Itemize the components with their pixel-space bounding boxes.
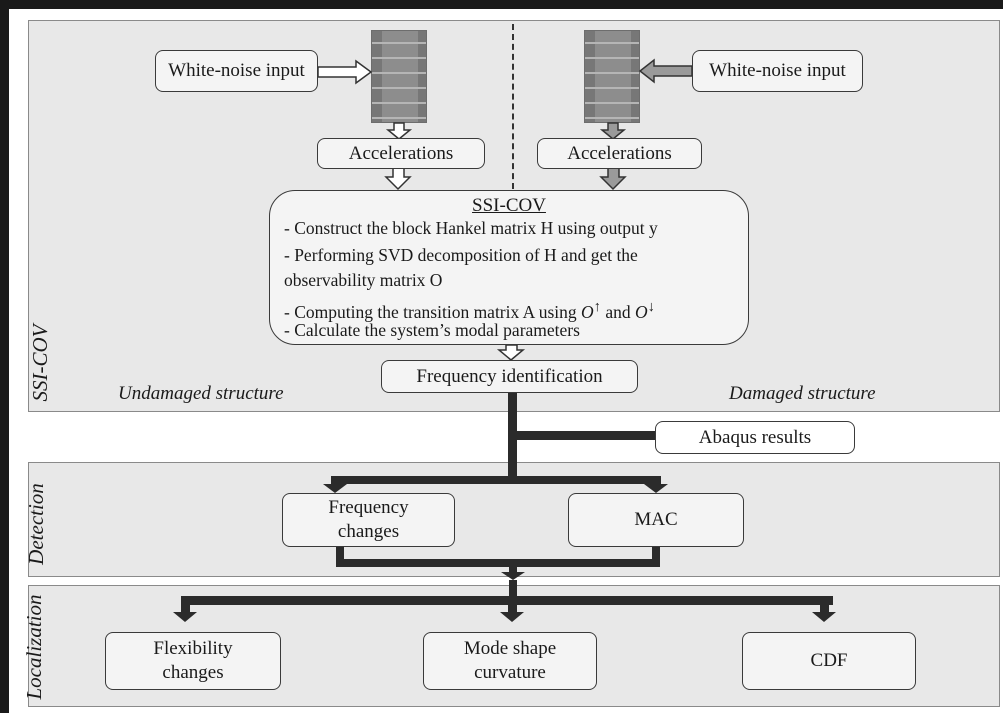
ssi-cov-process-box: SSI-COV - Construct the block Hankel mat… — [269, 190, 749, 345]
ssi-step-transition: - Computing the transition matrix A usin… — [284, 295, 655, 325]
observability-symbol: O — [634, 301, 648, 322]
flexibility-changes-box: Flexibility changes — [105, 632, 281, 690]
frequency-changes-box: Frequency changes — [282, 493, 455, 547]
abaqus-results-box: Abaqus results — [655, 421, 855, 454]
damaged-building-icon — [584, 30, 640, 123]
down-arrow-superscript: ↓ — [647, 299, 655, 315]
ssi-cov-process-title: SSI-COV — [472, 195, 546, 216]
section-divider — [512, 24, 514, 189]
right-building-to-accel-arrow — [599, 122, 627, 140]
left-white-noise-input-box: White-noise input — [155, 50, 318, 92]
right-accel-to-ssi-arrow — [599, 167, 627, 191]
ssi-step-modal-parameters: - Calculate the system’s modal parameter… — [284, 320, 580, 340]
frame-top-border — [0, 0, 1003, 9]
mac-box: MAC — [568, 493, 744, 547]
detection-connector — [323, 392, 668, 580]
undamaged-structure-caption: Undamaged structure — [118, 383, 284, 404]
cdf-box: CDF — [742, 632, 916, 690]
left-accel-to-ssi-arrow — [384, 167, 412, 191]
frame-left-border — [0, 0, 9, 713]
frequency-identification-box: Frequency identification — [381, 360, 638, 393]
localization-connector — [173, 580, 836, 622]
ssi-step-transition-text: - Computing the transition matrix A usin… — [284, 301, 582, 322]
observability-symbol: O — [581, 301, 594, 322]
left-building-to-accel-arrow — [385, 122, 413, 140]
undamaged-building-icon — [371, 30, 427, 123]
up-arrow-superscript: ↑ — [593, 299, 601, 315]
right-white-noise-input-box: White-noise input — [692, 50, 863, 92]
ssi-to-frequency-arrow — [496, 344, 526, 361]
ssi-step-svd-continued: observability matrix O — [284, 270, 443, 290]
mode-shape-curvature-box: Mode shape curvature — [423, 632, 597, 690]
ssi-step-hankel: - Construct the block Hankel matrix H us… — [284, 218, 658, 238]
left-accelerations-box: Accelerations — [317, 138, 485, 169]
ssi-step-svd: - Performing SVD decomposition of H and … — [284, 245, 638, 265]
right-accelerations-box: Accelerations — [537, 138, 702, 169]
damaged-structure-caption: Damaged structure — [729, 383, 876, 404]
and-text: and — [600, 301, 635, 322]
left-input-arrow — [317, 59, 373, 85]
right-input-arrow — [638, 58, 693, 84]
